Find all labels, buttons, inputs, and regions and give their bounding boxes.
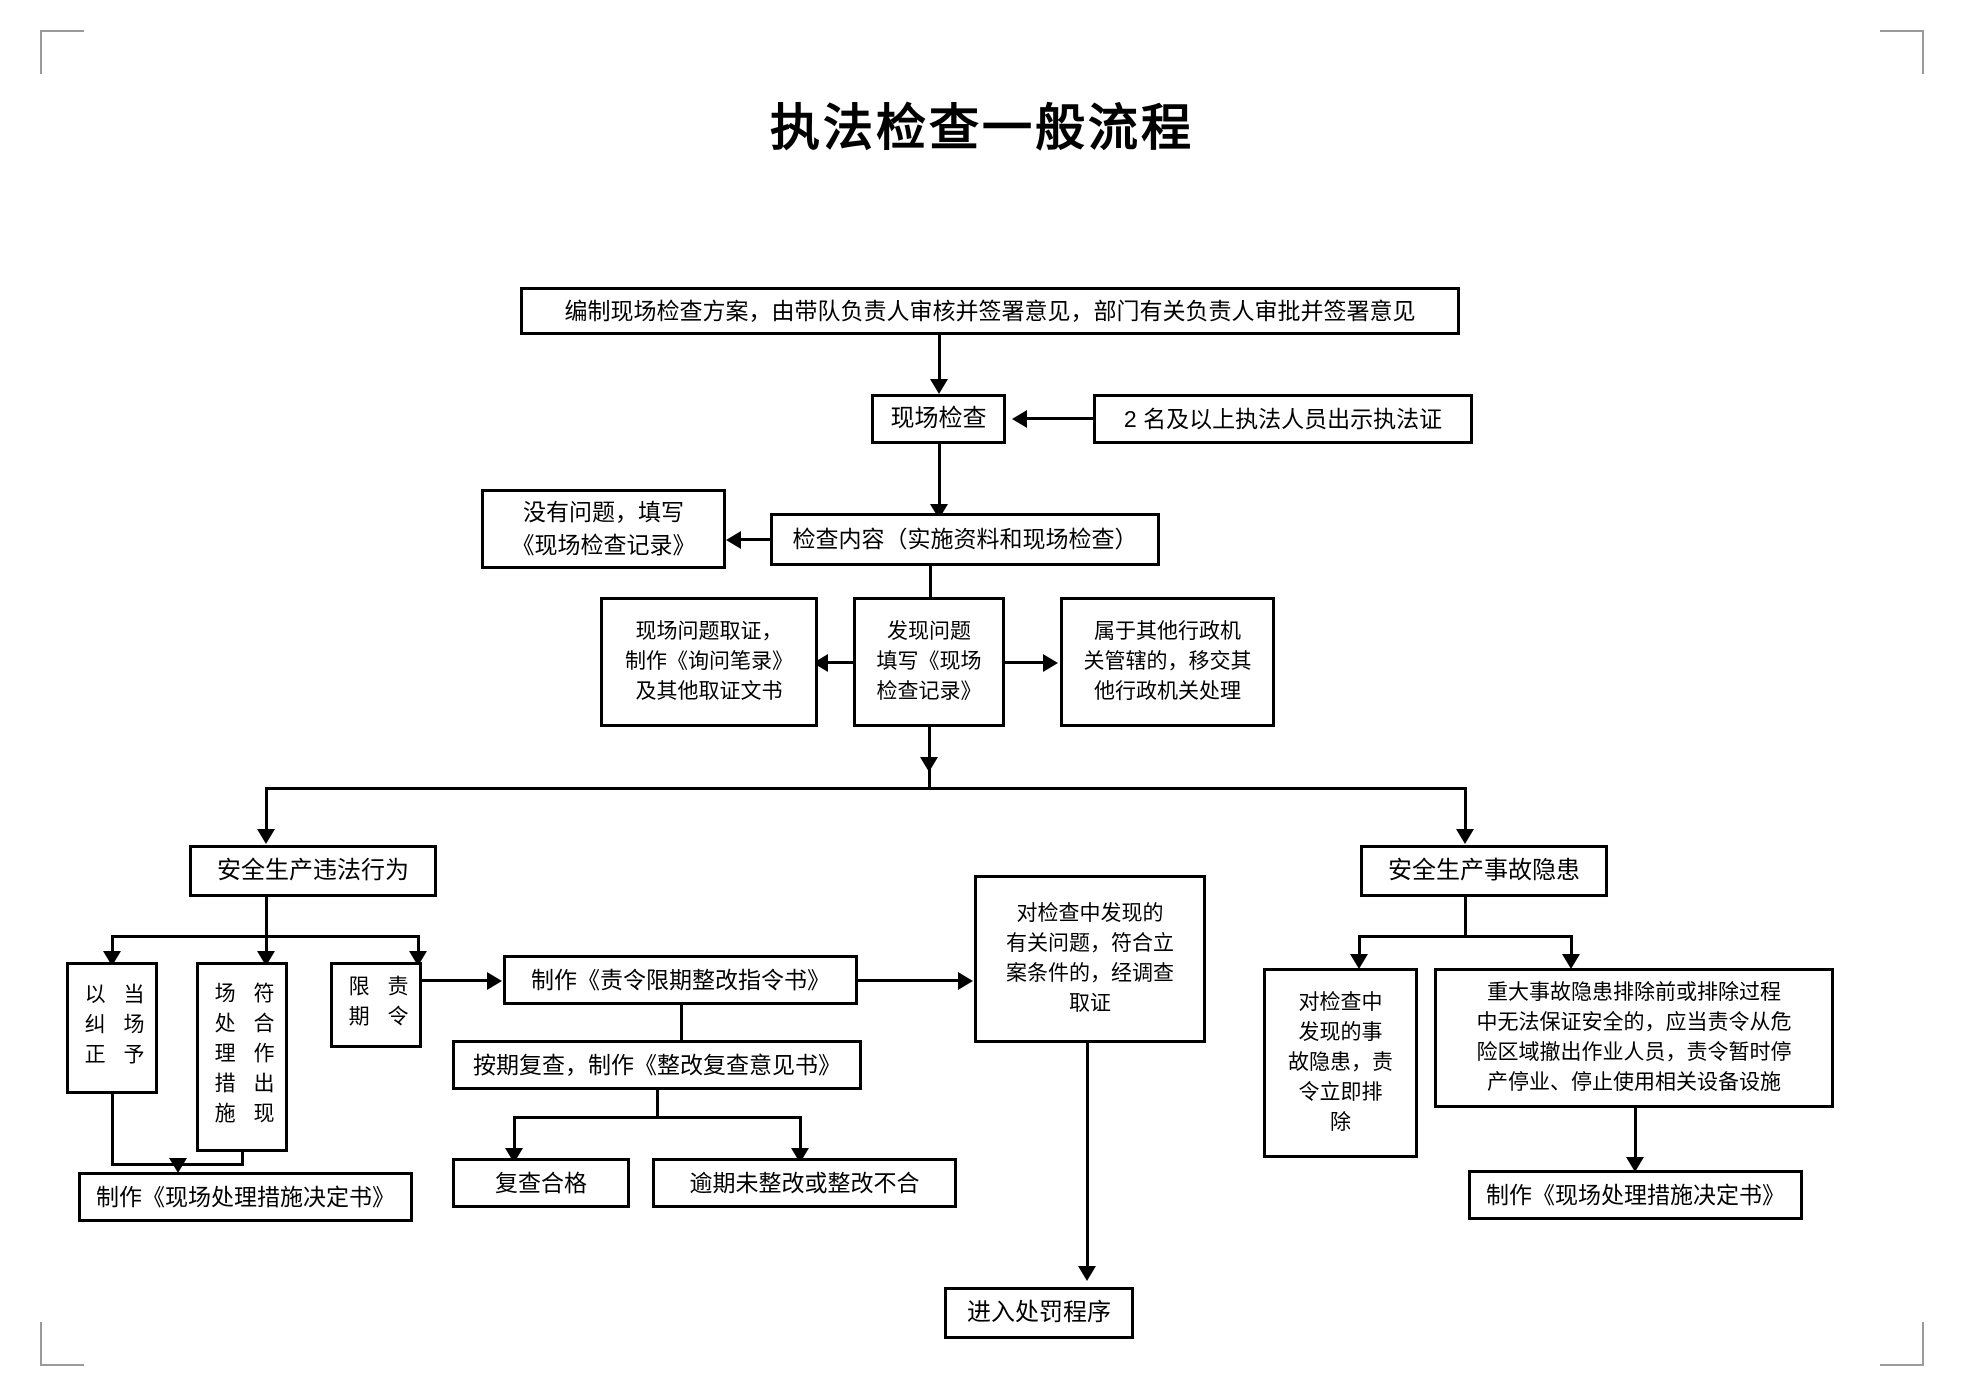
node-recheck-fail: 逾期未整改或整改不合 <box>652 1158 957 1208</box>
node-evidence-collection: 现场问题取证， 制作《询问笔录》 及其他取证文书 <box>600 597 818 727</box>
connector-majorhazard-to-decision <box>1634 1108 1637 1168</box>
node-no-problem: 没有问题，填写 《现场检查记录》 <box>481 489 726 569</box>
bus-branch-left-drop <box>265 787 268 837</box>
bus-hazard-split <box>1358 935 1572 938</box>
connector-deadline-to-order <box>422 979 492 982</box>
node-illegal-act: 安全生产违法行为 <box>189 845 437 897</box>
crop-mark-top-right <box>1880 30 1924 74</box>
connector-rectification-to-recheck <box>680 1005 683 1040</box>
arrowhead-rectification-to-casefiling <box>958 972 973 990</box>
connector-hazard-to-split <box>1464 897 1467 937</box>
node-onsite-measures: 符合作出现场处理措施 <box>196 962 288 1152</box>
connector-onsite-to-content <box>938 444 941 511</box>
bus-branch-horizontal <box>265 787 1467 790</box>
connector-plan-to-onsite <box>938 335 941 383</box>
arrowhead-majorhazard-to-decision <box>1626 1157 1644 1172</box>
node-accident-hazard: 安全生产事故隐患 <box>1360 845 1608 897</box>
node-show-credentials: 2 名及以上执法人员出示执法证 <box>1093 394 1473 444</box>
arrowhead-problem-to-transfer <box>1043 654 1058 672</box>
node-decision-doc-right: 制作《现场处理措施决定书》 <box>1468 1170 1803 1220</box>
arrowhead-bus-right <box>1456 829 1474 844</box>
node-plan: 编制现场检查方案，由带队负责人审核并签署意见，部门有关负责人审批并签署意见 <box>520 287 1460 335</box>
node-inspection-content: 检查内容（实施资料和现场检查） <box>770 513 1160 566</box>
arrowhead-content-to-noproblem <box>726 531 741 549</box>
connector-content-to-noproblem <box>740 538 774 541</box>
node-decision-doc-left: 制作《现场处理措施决定书》 <box>78 1172 413 1222</box>
arrowhead-plan-to-onsite <box>930 379 948 394</box>
node-order-deadline: 责令限期 <box>330 962 422 1048</box>
node-penalty-procedure: 进入处罚程序 <box>944 1287 1134 1339</box>
connector-measures-to-decision <box>241 1152 244 1166</box>
crop-mark-bottom-left <box>40 1322 84 1366</box>
node-problem-found: 发现问题 填写《现场 检查记录》 <box>853 597 1005 727</box>
connector-content-to-problem <box>929 566 932 606</box>
arrowhead-bus-left <box>257 829 275 844</box>
connector-credentials-to-onsite <box>1026 417 1096 420</box>
arrowhead-left-decision <box>169 1158 187 1173</box>
connector-problem-to-transfer <box>1003 661 1048 664</box>
bus-recheck-drop-fail <box>799 1116 802 1156</box>
node-case-filing: 对检查中发现的 有关问题，符合立 案条件的，经调查 取证 <box>974 875 1206 1043</box>
connector-recheck-to-split <box>656 1090 659 1118</box>
node-rectification-order: 制作《责令限期整改指令书》 <box>503 955 858 1005</box>
connector-problem-to-evidence <box>826 661 856 664</box>
page-title: 执法检查一般流程 <box>770 100 1194 156</box>
bus-branch-right-drop <box>1464 787 1467 837</box>
node-onsite-inspection: 现场检查 <box>871 394 1006 444</box>
crop-mark-bottom-right <box>1880 1322 1924 1366</box>
node-correct-onsite: 当场予以纠正 <box>66 962 158 1094</box>
bus-illegal-drop-3 <box>417 935 420 960</box>
node-transfer-other-agency: 属于其他行政机 关管辖的，移交其 他行政机关处理 <box>1060 597 1275 727</box>
bus-illegal-drop-2 <box>265 935 268 960</box>
arrowhead-casefiling-to-penalty <box>1078 1266 1096 1281</box>
bus-illegal-drop-1 <box>111 935 114 960</box>
connector-illegal-to-split <box>265 897 268 937</box>
node-recheck-opinion: 按期复查，制作《整改复查意见书》 <box>452 1040 862 1090</box>
bus-hazard-drop-left <box>1358 935 1361 963</box>
arrowhead-problem-down <box>920 757 938 772</box>
connector-rectification-to-casefiling <box>858 979 963 982</box>
arrowhead-hazard-left <box>1350 954 1368 969</box>
node-hazard-immediate: 对检查中 发现的事 故隐患，责 令立即排 除 <box>1263 968 1418 1158</box>
connector-casefiling-to-penalty <box>1086 1043 1089 1275</box>
crop-mark-top-left <box>40 30 84 74</box>
node-recheck-pass: 复查合格 <box>452 1158 630 1208</box>
bus-recheck-split <box>513 1116 801 1119</box>
bus-recheck-drop-pass <box>513 1116 516 1156</box>
bus-hazard-drop-right <box>1570 935 1573 963</box>
arrowhead-deadline-to-order <box>487 972 502 990</box>
arrowhead-hazard-right <box>1562 954 1580 969</box>
connector-correct-to-decision <box>111 1094 114 1166</box>
arrowhead-credentials-to-onsite <box>1012 410 1027 428</box>
node-major-hazard: 重大事故隐患排除前或排除过程 中无法保证安全的，应当责令从危 险区域撤出作业人员… <box>1434 968 1834 1108</box>
